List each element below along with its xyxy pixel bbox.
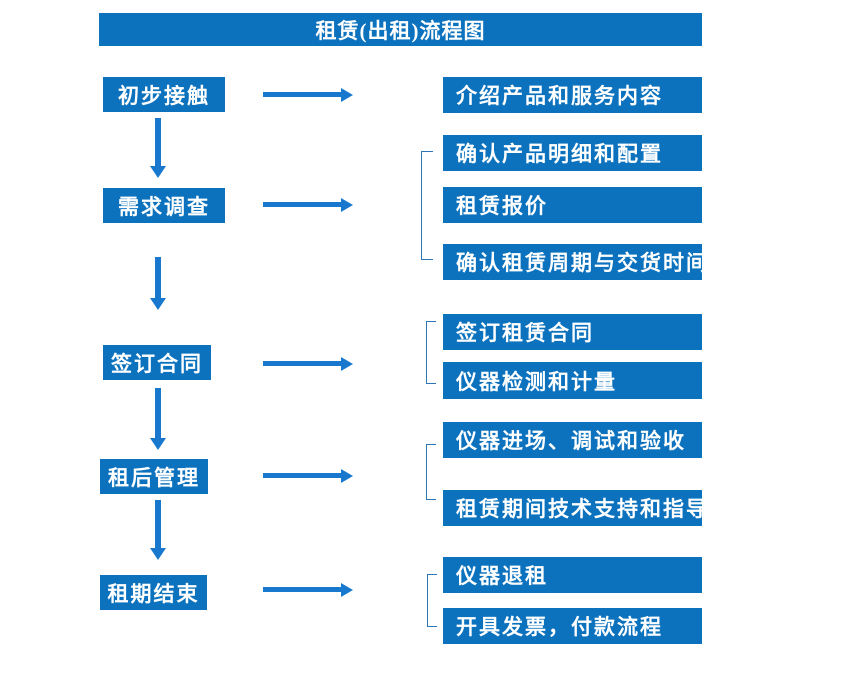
group-bracket: [426, 321, 436, 384]
detail-box-confirm-period-delivery: 确认租赁周期与交货时间: [443, 244, 707, 280]
detail-box-instrument-return: 仪器退租: [443, 557, 702, 593]
flowchart-title: 租赁(出租)流程图: [99, 13, 702, 46]
step-box-sign-contract: 签订合同: [103, 345, 211, 380]
step-box-initial-contact: 初步接触: [103, 77, 225, 112]
arrow-right-icon: [263, 473, 341, 478]
step-box-rental-end: 租期结束: [100, 575, 207, 610]
detail-box-tech-support: 租赁期间技术支持和指导: [443, 490, 707, 526]
detail-box-instrument-testing: 仪器检测和计量: [443, 362, 702, 399]
group-bracket: [427, 574, 437, 627]
arrow-right-icon: [263, 202, 341, 207]
detail-box-confirm-product-config: 确认产品明细和配置: [443, 135, 702, 171]
group-bracket: [421, 151, 433, 260]
arrow-down-icon: [155, 118, 161, 166]
step-box-post-rental-management: 租后管理: [100, 459, 208, 494]
detail-box-sign-rental-contract: 签订租赁合同: [443, 314, 702, 350]
arrow-right-icon: [263, 361, 341, 366]
arrow-right-icon: [263, 92, 341, 97]
detail-box-rental-quote: 租赁报价: [443, 187, 702, 223]
arrow-down-icon: [155, 257, 161, 298]
group-bracket: [426, 444, 436, 500]
arrow-down-icon: [155, 500, 161, 548]
arrow-right-icon: [263, 587, 341, 592]
arrow-down-icon: [155, 388, 161, 438]
step-box-demand-survey: 需求调查: [103, 188, 225, 223]
detail-box-invoice-payment: 开具发票，付款流程: [443, 608, 702, 644]
detail-box-introduce-products: 介绍产品和服务内容: [443, 77, 702, 113]
detail-box-instrument-setup-acceptance: 仪器进场、调试和验收: [443, 422, 702, 458]
